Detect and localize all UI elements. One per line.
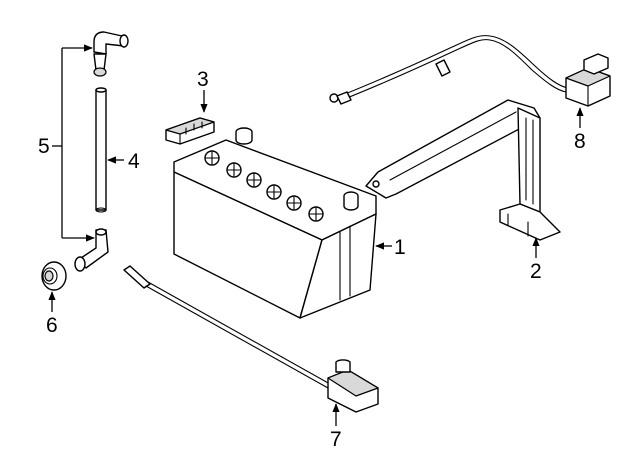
vent-elbow-bottom [74,228,109,272]
callout-3: 3 [197,68,209,91]
vent-elbow-top [93,31,129,77]
callout-4: 4 [128,150,140,173]
vent-tube [95,87,107,213]
grommet [41,261,67,291]
callout-2: 2 [530,260,542,283]
callout-8: 8 [574,130,586,153]
callout-5: 5 [38,135,50,158]
negative-cable [123,265,379,413]
callout-leaders [48,44,584,426]
callout-1: 1 [394,236,406,259]
callout-7: 7 [330,428,342,451]
hold-down-bracket [365,99,561,241]
battery [173,127,377,319]
callout-6: 6 [46,314,58,337]
terminal-cover [165,117,215,145]
positive-cable [329,35,611,107]
